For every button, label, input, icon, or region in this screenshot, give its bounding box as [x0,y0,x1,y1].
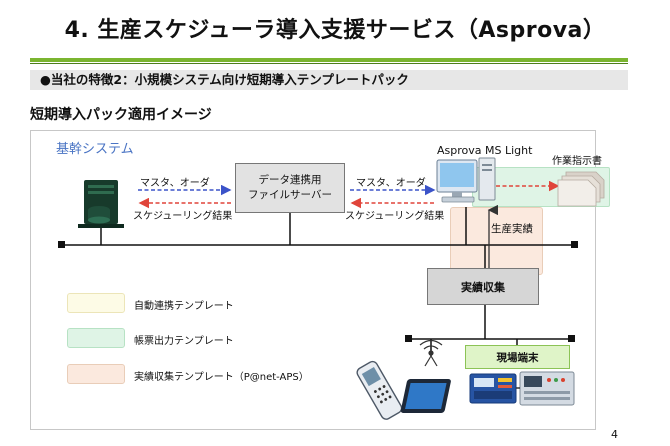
core-system-label: 基幹システム [56,142,134,157]
network-endpoint-right [571,241,578,248]
page-number: 4 [611,428,618,441]
left-flow-result-label: スケジューリング結果 [133,211,233,222]
actual-collection-box: 実績収集 [427,268,539,305]
legend-label-actual: 実績収集テンプレート（P@net-APS） [134,372,309,383]
network-endpoint-field-left [405,335,412,342]
network-endpoint-left [58,241,65,248]
field-device-icon [469,371,575,406]
right-flow-master-label: マスタ、オーダ [356,178,426,189]
title-underline [30,58,628,62]
file-server-box: データ連携用 ファイルサーバー [235,163,345,213]
documents-icon [557,171,605,207]
legend-label-form: 帳票出力テンプレート [134,336,234,347]
file-server-line1: データ連携用 [258,174,322,186]
pc-icon [436,157,496,203]
tablet-icon [400,379,451,413]
page-title: 4. 生産スケジューラ導入支援サービス（Asprova） [64,18,606,43]
handheld-scanner-icon [356,360,403,420]
section-subtitle: 短期導入パック適用イメージ [30,107,212,123]
file-server-line2: ファイルサーバー [248,189,332,201]
left-flow-master-label: マスタ、オーダ [140,178,210,189]
diagram-frame [30,130,596,430]
legend-swatch-auto [67,293,125,313]
server-rack-icon [78,180,124,228]
asprova-label: Asprova MS Light [437,144,533,157]
production-result-label: 生産実績 [491,223,533,235]
right-flow-result-label: スケジューリング結果 [345,211,445,222]
field-terminal-box: 現場端末 [465,345,570,369]
work-instruction-label: 作業指示書 [552,156,602,167]
network-endpoint-field-right [568,335,575,342]
title-underline-thin [30,63,628,64]
legend-label-auto: 自動連携テンプレート [134,301,234,312]
legend-swatch-form [67,328,125,348]
legend-swatch-actual [67,364,125,384]
feature-heading: ●当社の特徴2：小規模システム向け短期導入テンプレートパック [30,70,628,90]
antenna-icon [419,339,443,367]
